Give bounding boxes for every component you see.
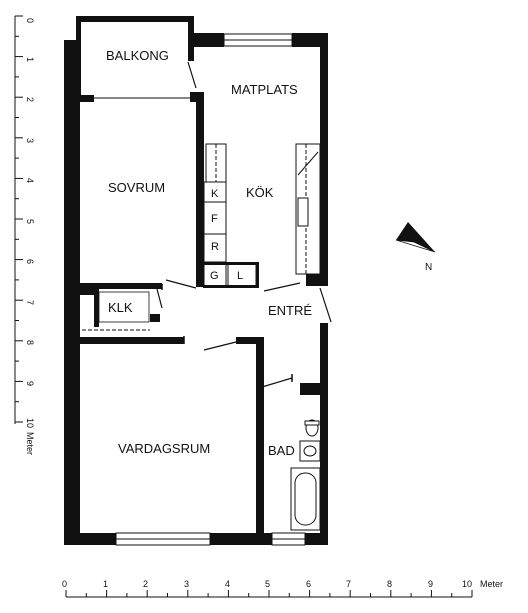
door-bad [261,377,293,388]
fixture-label-r: R [211,241,219,253]
fixture-label-k: K [211,188,219,200]
room-label-sovrum: SOVRUM [108,180,165,195]
vscale-tick-2: 2 [25,97,35,102]
fixture-label-l: L [237,270,243,282]
room-label-klk: KLK [108,300,133,315]
hscale-tick-7: 7 [346,579,351,589]
doors [156,61,332,388]
room-label-entre: ENTRÉ [268,303,312,318]
hscale-unit: Meter [480,579,503,589]
vscale-tick-5: 5 [25,219,35,224]
door-kok [263,282,301,292]
room-label-vardagsrum: VARDAGSRUM [118,441,210,456]
fixture-label-g: G [210,270,219,282]
horizontal-scale: 0 1 2 3 4 5 6 7 8 9 10 Meter [62,579,503,598]
hscale-tick-3: 3 [184,579,189,589]
vertical-scale: 0 1 2 3 4 5 6 7 8 9 10 Meter [14,15,35,455]
vscale-tick-0: 0 [25,18,35,23]
door-vardagsrum [203,341,237,351]
vscale-tick-10: 10 [25,418,35,428]
fixture-labels: K F R G L [210,188,243,282]
door-sovrum [165,279,197,289]
room-label-bad: BAD [268,443,295,458]
compass-north-label: N [425,262,432,273]
vscale-tick-6: 6 [25,259,35,264]
bathroom-fixtures [290,419,321,531]
walls [64,16,328,545]
kitchen-counter-right [295,143,321,275]
stove-icon [297,151,319,176]
hscale-tick-10: 10 [462,579,472,589]
hscale-tick-2: 2 [143,579,148,589]
door-klk [156,288,163,309]
compass-needle-icon [396,222,435,252]
vscale-unit: Meter [25,432,35,455]
hscale-tick-4: 4 [225,579,230,589]
room-label-kok: KÖK [246,185,274,200]
vscale-tick-7: 7 [25,300,35,305]
door-jambs [161,284,293,382]
hscale-tick-0: 0 [62,579,67,589]
room-label-matplats: MATPLATS [231,82,298,97]
hscale-tick-6: 6 [306,579,311,589]
hscale-tick-8: 8 [387,579,392,589]
room-label-balkong: BALKONG [106,48,169,63]
room-labels: BALKONG MATPLATS SOVRUM KÖK KLK ENTRÉ VA… [106,48,312,458]
vscale-tick-9: 9 [25,381,35,386]
vscale-tick-4: 4 [25,178,35,183]
sink-kitchen-icon [297,197,309,227]
door-entre [319,287,332,323]
fixture-label-f: F [211,213,218,225]
vscale-tick-3: 3 [25,138,35,143]
vscale-tick-8: 8 [25,340,35,345]
hscale-tick-1: 1 [103,579,108,589]
compass-needle-light-icon [395,239,436,253]
door-balkong [187,61,197,89]
vscale-tick-1: 1 [25,57,35,62]
klk-closet [82,291,150,331]
windows [115,33,306,546]
hscale-tick-5: 5 [265,579,270,589]
hscale-tick-9: 9 [428,579,433,589]
compass-rose: N [395,222,436,273]
